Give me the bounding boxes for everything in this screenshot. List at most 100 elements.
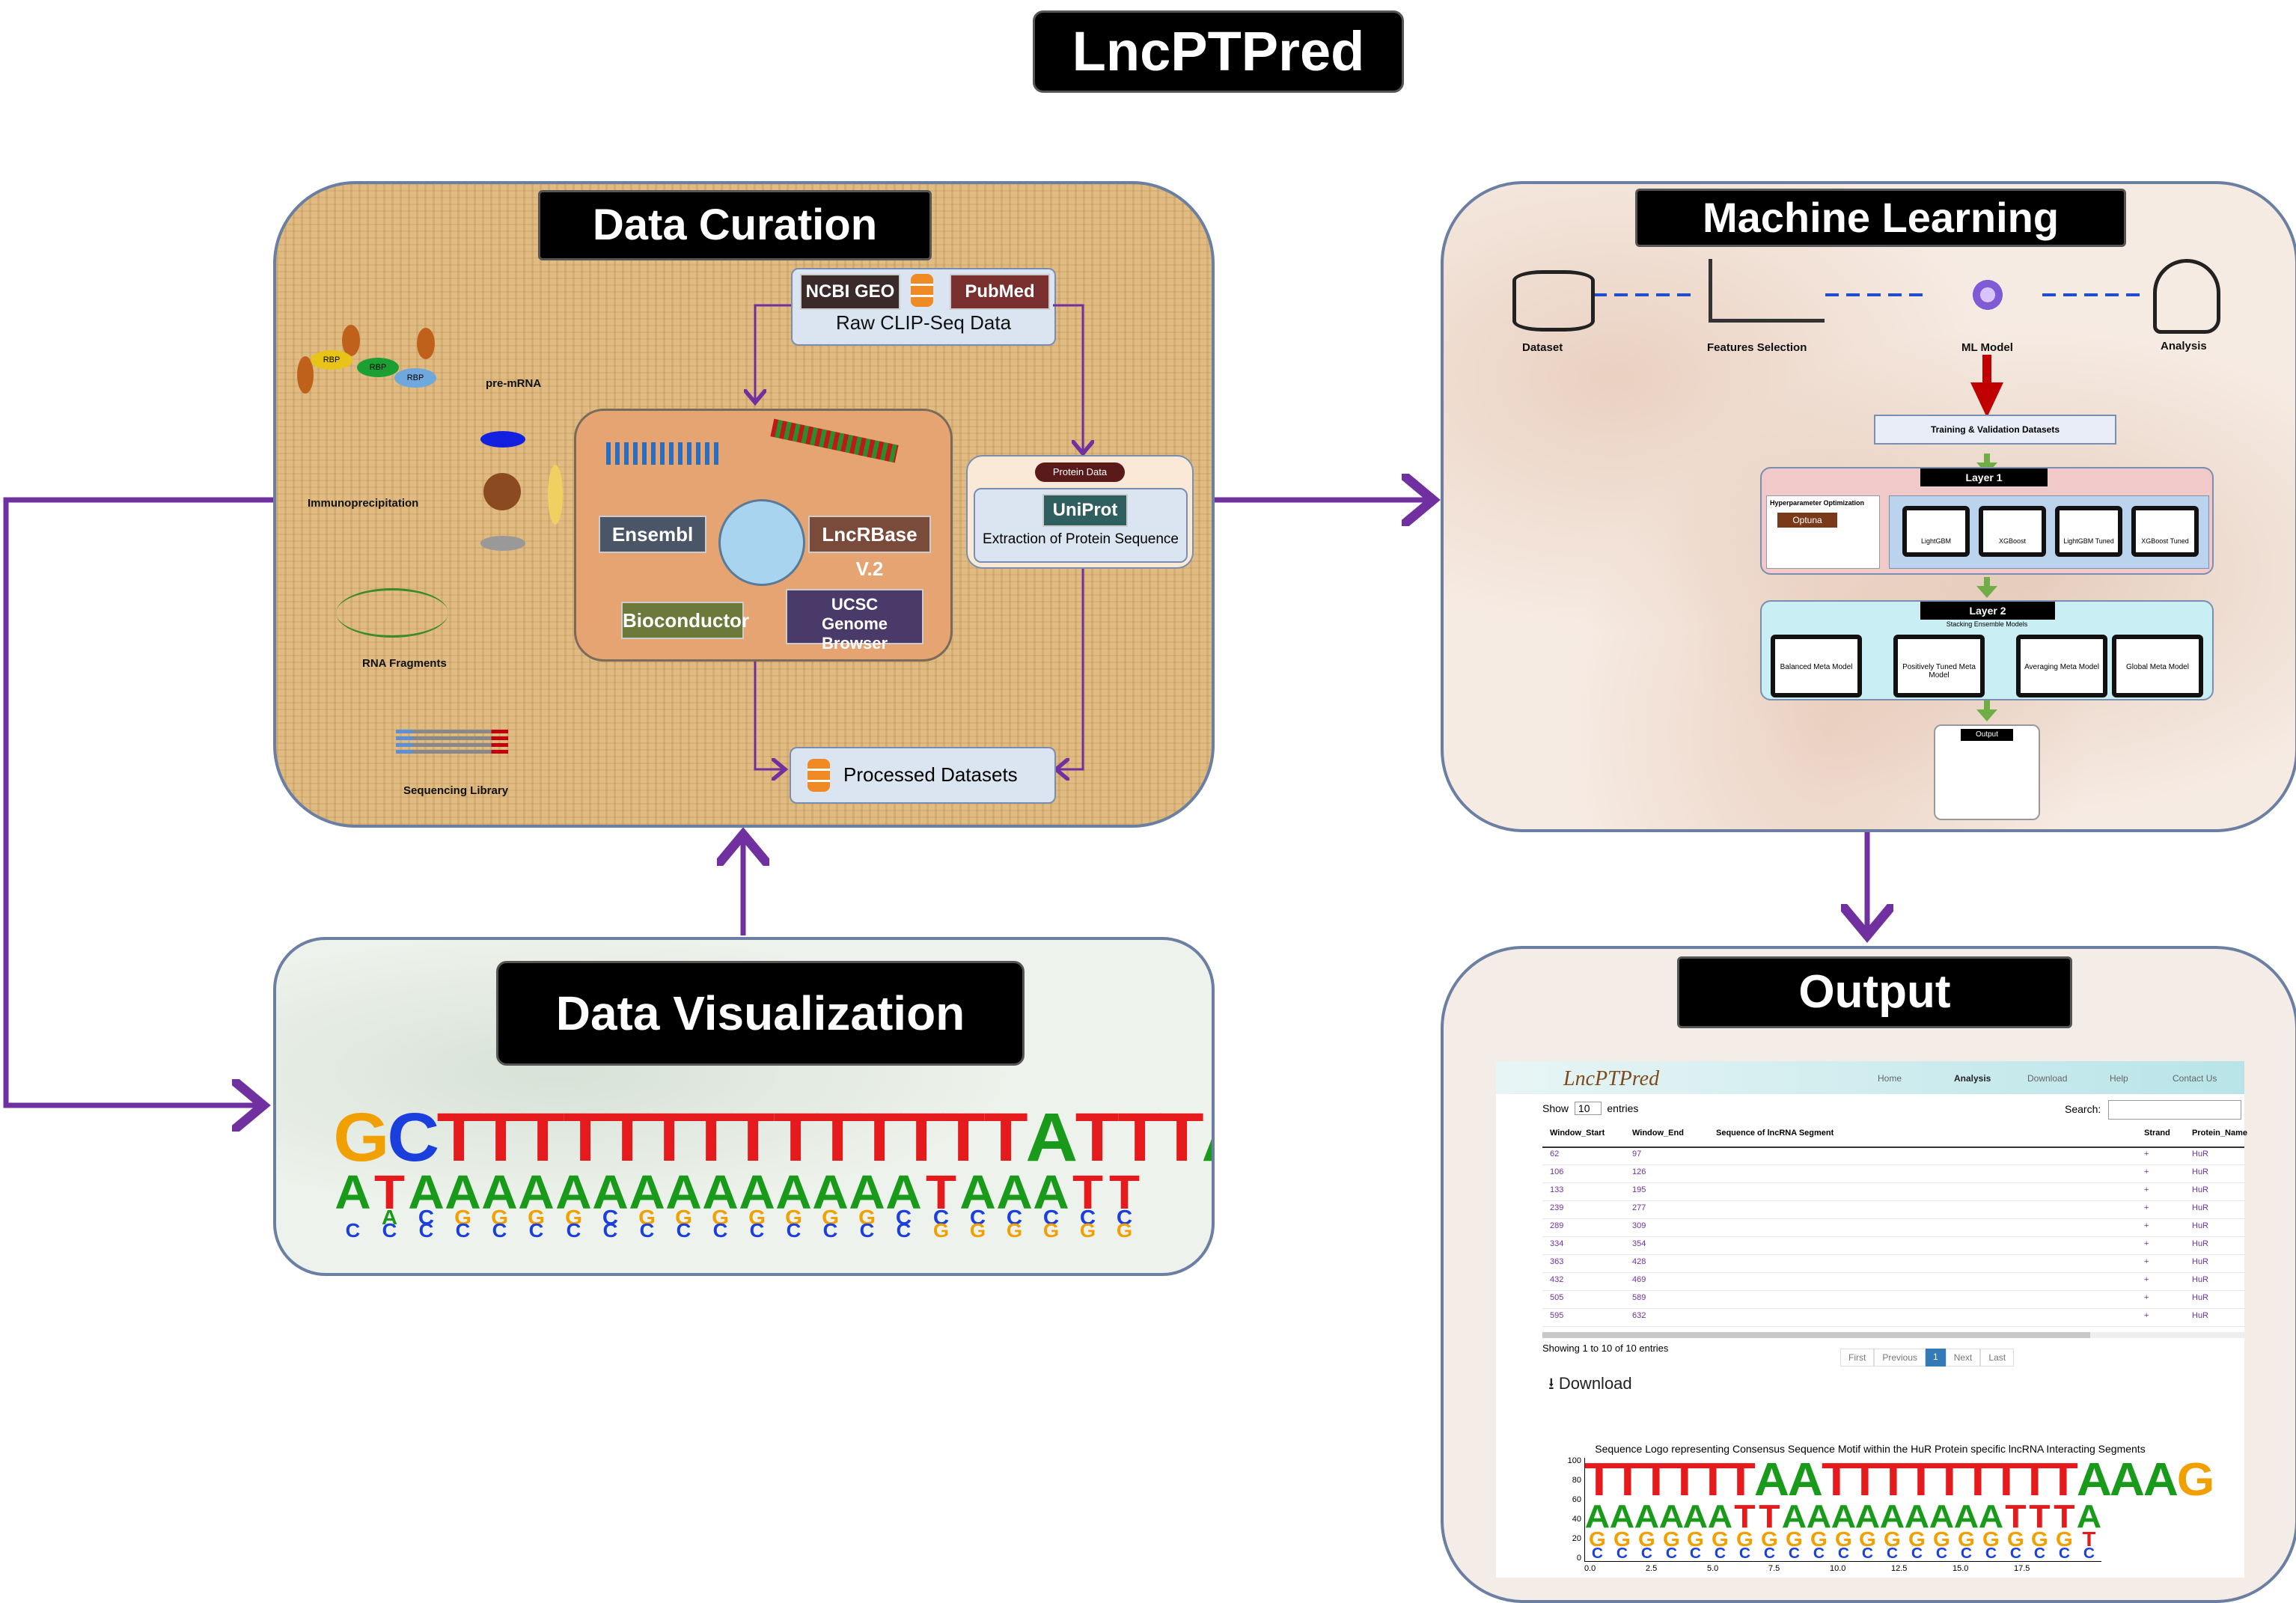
logo-letter: A xyxy=(995,1165,1033,1219)
cell-protein: HuR xyxy=(2192,1221,2209,1230)
logo-letter: G xyxy=(1736,1527,1754,1551)
logo-letter: C xyxy=(1763,1545,1776,1562)
cell-start: 289 xyxy=(1550,1221,1564,1230)
data-curation-panel: Data Curation NCBI GEO PubMed Raw CLIP-S… xyxy=(273,181,1215,828)
download-button[interactable]: ⭳ Download xyxy=(1548,1371,1632,1399)
search-input[interactable] xyxy=(2108,1100,2241,1120)
hyperparameter-label: Hyperparameter Optimization xyxy=(1770,499,1865,507)
logo-letter: A xyxy=(702,1165,739,1219)
logo-letter: C xyxy=(1690,1545,1702,1562)
logo-letter: C xyxy=(386,1099,439,1176)
cell-strand: + xyxy=(2144,1257,2149,1266)
ml-pipeline-arrows xyxy=(1593,293,2140,721)
logo-letter: T xyxy=(521,1099,566,1176)
logo-letter: G xyxy=(1761,1527,1778,1551)
dna-icon xyxy=(606,442,718,465)
logo-letter: C xyxy=(1985,1545,1997,1562)
ucsc-line1: UCSC xyxy=(831,595,879,614)
col-strand[interactable]: Strand xyxy=(2144,1129,2170,1138)
logo-letter: A xyxy=(629,1165,665,1219)
logo-letter: A xyxy=(1880,1498,1905,1535)
logo-letter: T xyxy=(2004,1498,2027,1535)
logo-letter: T xyxy=(815,1099,860,1176)
page-next[interactable]: Next xyxy=(1945,1349,1981,1367)
rbp-cluster: RBP RBP RBP xyxy=(297,319,447,401)
logo-letter: G xyxy=(491,1206,509,1229)
page-1[interactable]: 1 xyxy=(1926,1349,1946,1367)
show-select[interactable]: 10 xyxy=(1574,1102,1602,1115)
logo-letter: T xyxy=(436,1099,481,1176)
logo-letter: C xyxy=(2059,1545,2071,1562)
cell-end: 97 xyxy=(1632,1149,1642,1158)
cell-strand: + xyxy=(2144,1149,2149,1158)
logo-letter: G xyxy=(1079,1219,1096,1242)
logo-letter: A xyxy=(2076,1498,2102,1535)
logo-letter: C xyxy=(1616,1545,1628,1562)
model-xgboost: XGBoost xyxy=(1979,506,2046,557)
col-sequence[interactable]: Sequence of lncRNA Segment xyxy=(1716,1129,1834,1138)
optuna-label: Optuna xyxy=(1777,513,1837,528)
logo-letter: G xyxy=(1042,1219,1059,1242)
bioconductor-banner: Bioconductor xyxy=(621,602,749,639)
logo-letter: T xyxy=(1991,1454,2021,1506)
logo-letter: A xyxy=(1953,1498,1979,1535)
uniprot-box: UniProt Extraction of Protein Sequence xyxy=(974,488,1188,563)
logo-letter: T xyxy=(1697,1454,1728,1506)
logo-letter: C xyxy=(1935,1545,1948,1562)
logo-letter: C xyxy=(1862,1545,1874,1562)
table-scrollbar[interactable] xyxy=(1542,1332,2244,1338)
nav-analysis[interactable]: Analysis xyxy=(1954,1073,1991,1084)
logo-letter: C xyxy=(418,1206,435,1229)
page-last[interactable]: Last xyxy=(1980,1349,2015,1367)
col-window-start[interactable]: Window_Start xyxy=(1550,1129,1605,1138)
nav-download[interactable]: Download xyxy=(2027,1073,2068,1084)
page-first[interactable]: First xyxy=(1840,1349,1875,1367)
logo-letter: T xyxy=(2048,1454,2078,1506)
logo-letter: G xyxy=(333,1099,390,1176)
logo-letter: T xyxy=(1159,1099,1204,1176)
nav-help[interactable]: Help xyxy=(2110,1073,2128,1084)
cell-strand: + xyxy=(2144,1311,2149,1320)
protein-data-box: Protein Data UniProt Extraction of Prote… xyxy=(966,455,1194,569)
sequence-logo-large: GCTTTTTTTTTTTTTTATTTAA ATAAAAAAAAAAAAAAT… xyxy=(333,1099,1212,1242)
logo-letter: A xyxy=(959,1165,996,1219)
logo-letter: C xyxy=(1640,1545,1652,1562)
logo-letter: T xyxy=(1849,1454,1880,1506)
logo-letter: C xyxy=(1006,1206,1022,1229)
cell-start: 334 xyxy=(1550,1239,1564,1248)
page-previous[interactable]: Previous xyxy=(1874,1349,1926,1367)
pre-mrna-label: pre-mRNA xyxy=(486,377,542,390)
table-header: Window_Start Window_End Sequence of lncR… xyxy=(1542,1126,2247,1148)
ml-output-box: Output xyxy=(1934,724,2040,820)
model-lightgbm: LightGBM xyxy=(1902,506,1970,557)
logo-letter: C xyxy=(2083,1545,2095,1562)
logo-letter: C xyxy=(418,1219,434,1242)
logo-letter: A xyxy=(665,1165,702,1219)
cell-protein: HuR xyxy=(2192,1257,2209,1266)
nav-home[interactable]: Home xyxy=(1878,1073,1902,1084)
arrow-curation-to-viz xyxy=(3,497,273,1105)
logo-letter: G xyxy=(1982,1527,2000,1551)
cell-end: 126 xyxy=(1632,1167,1646,1176)
cell-start: 505 xyxy=(1550,1293,1564,1302)
logo-letter: C xyxy=(1837,1545,1849,1562)
logo-letter: A xyxy=(1683,1498,1709,1535)
logo-letter: A xyxy=(885,1165,923,1219)
meta-balanced: Balanced Meta Model xyxy=(1771,635,1862,697)
col-window-end[interactable]: Window_End xyxy=(1632,1129,1684,1138)
col-protein[interactable]: Protein_Name xyxy=(2192,1129,2247,1138)
logo-letter: A xyxy=(335,1165,371,1219)
nav-contact[interactable]: Contact Us xyxy=(2173,1073,2217,1084)
analysis-icon xyxy=(2153,259,2220,334)
